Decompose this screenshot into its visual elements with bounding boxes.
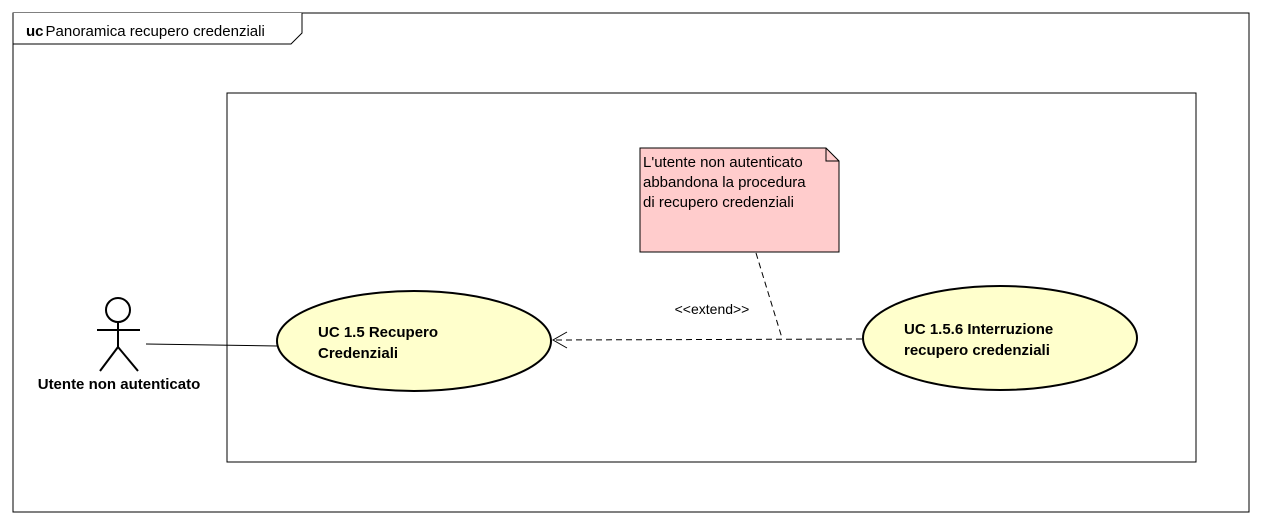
- extend-arrowhead: [551, 331, 568, 349]
- actor-left-leg: [99, 346, 119, 372]
- use-case-label-line1: UC 1.5.6 Interruzione: [904, 321, 1053, 338]
- extend-line: [552, 338, 863, 341]
- actor-head: [105, 297, 131, 323]
- actor-label: Utente non autenticato: [38, 376, 201, 393]
- use-case-uc-1-5[interactable]: UC 1.5 Recupero Credenziali: [276, 290, 552, 392]
- note-text-line2: abbandona la procedura: [643, 174, 806, 191]
- use-case-ellipse: [276, 290, 552, 392]
- extend-relationship[interactable]: <<extend>>: [551, 301, 863, 349]
- use-case-label-line2: recupero credenziali: [904, 342, 1050, 359]
- note-anchor-line: [755, 252, 783, 339]
- association-line: [145, 343, 278, 347]
- use-case-ellipse: [862, 285, 1138, 391]
- note-body: [639, 147, 840, 253]
- frame-keyword: uc: [26, 23, 44, 40]
- use-case-label-line1: UC 1.5 Recupero: [318, 324, 438, 341]
- extend-stereotype: <<extend>>: [675, 301, 750, 317]
- diagram-frame: [12, 12, 1250, 513]
- note-text-line3: di recupero credenziali: [643, 194, 794, 211]
- use-case-uc-1-5-6[interactable]: UC 1.5.6 Interruzione recupero credenzia…: [862, 285, 1138, 391]
- note-text-line1: L'utente non autenticato: [643, 154, 803, 171]
- frame-label-tab: [12, 13, 303, 45]
- note-folded-corner: [825, 148, 839, 162]
- note[interactable]: L'utente non autenticato abbandona la pr…: [639, 147, 840, 253]
- frame-title: Panoramica recupero credenziali: [46, 23, 265, 40]
- system-boundary: [226, 92, 1197, 463]
- use-case-label-line2: Credenziali: [318, 345, 398, 362]
- actor-right-leg: [117, 346, 139, 372]
- actor-utente-non-autenticato[interactable]: Utente non autenticato: [38, 297, 201, 393]
